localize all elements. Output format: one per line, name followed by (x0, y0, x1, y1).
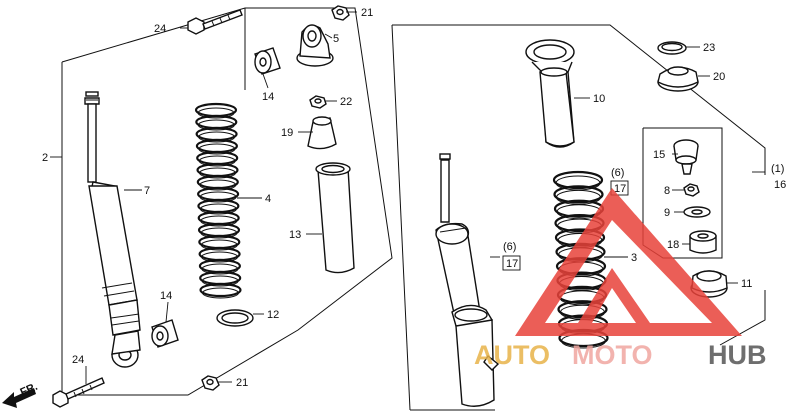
spring-coil-inner (201, 251, 239, 263)
watermark-logo: AUTO MOTO HUB (474, 188, 767, 370)
label-7: 7 (144, 185, 150, 197)
label-10: 10 (593, 93, 605, 105)
label-17-lower: 17 (506, 258, 518, 270)
spring-coil-inner (199, 167, 236, 179)
lower-seat-11 (690, 270, 728, 298)
label-15: 15 (653, 149, 665, 161)
rear-assembly-frame (61, 7, 393, 396)
spring-coil-inner (197, 107, 235, 119)
spring-coil-inner (197, 119, 235, 131)
label-24-top: 24 (154, 23, 166, 35)
label-23: 23 (703, 42, 715, 54)
spring-coil (553, 185, 604, 204)
bushing-18 (689, 230, 717, 254)
spring-coil-inner (201, 263, 239, 275)
label-14-top: 14 (262, 91, 274, 103)
label-2: 2 (42, 152, 48, 164)
spring-coil-inner (202, 287, 239, 299)
box-17-lower (502, 255, 521, 271)
label-3: 3 (631, 252, 637, 264)
label-16: 16 (774, 179, 786, 191)
spring-coil (199, 282, 242, 298)
spring-coil-inner (198, 131, 236, 143)
spring-coil-inner (200, 215, 238, 227)
label-6-lower: (6) (503, 241, 516, 253)
watermark-inner-chevron (578, 268, 650, 323)
nut-22 (309, 95, 327, 109)
upper-mount-5 (296, 24, 334, 67)
front-strut (435, 153, 500, 407)
spring-coil-inner (199, 191, 237, 203)
dust-boot-10 (525, 39, 575, 148)
label-24-bottom: 24 (72, 354, 84, 366)
part-labels: 2 7 4 24 5 21 14 22 19 13 12 14 24 21 10… (42, 7, 786, 389)
spring-coil-inner (199, 179, 237, 191)
nut-8 (683, 183, 700, 197)
direction-label: FR. (18, 381, 39, 399)
label-13: 13 (289, 229, 301, 241)
label-17-upper: 17 (614, 183, 626, 195)
bushing-14-top (254, 47, 281, 75)
spring-coil-inner (198, 155, 236, 167)
label-8: 8 (664, 185, 670, 197)
bushing-14-bottom (151, 319, 179, 348)
label-19: 19 (281, 127, 293, 139)
upper-seat-20 (657, 66, 699, 92)
washer-9 (683, 206, 711, 218)
label-14-bottom: 14 (160, 290, 172, 302)
spring-coil-inner (198, 143, 236, 155)
coil-spring-4 (194, 102, 242, 299)
label-4: 4 (265, 193, 271, 205)
nut-21-bottom (201, 375, 220, 391)
label-6-upper: (6) (611, 167, 624, 179)
label-1: (1) (771, 163, 784, 175)
bump-stop-19 (307, 116, 337, 150)
label-21-bottom: 21 (236, 377, 248, 389)
nut-21-top (331, 5, 350, 21)
spring-coil-inner (200, 227, 238, 239)
spring-seat-12 (216, 309, 254, 327)
watermark-text-auto: AUTO (474, 340, 550, 370)
label-9: 9 (664, 207, 670, 219)
label-22: 22 (340, 96, 352, 108)
label-11: 11 (741, 278, 752, 290)
watermark-text-hub: HUB (708, 340, 767, 370)
bolt-24-top (187, 9, 243, 35)
shock-absorber-7 (84, 91, 141, 368)
bearing-15 (673, 139, 699, 175)
spring-coil-inner (199, 203, 237, 215)
leader-lines (50, 11, 765, 384)
label-21-top: 21 (361, 7, 373, 19)
spring-coil (552, 170, 604, 190)
front-direction-arrow: FR. (2, 381, 40, 408)
label-5: 5 (333, 33, 339, 45)
dust-cover-13 (315, 162, 355, 274)
spring-coil-inner (201, 275, 239, 287)
box-17-upper (610, 180, 629, 196)
label-20: 20 (713, 71, 725, 83)
ring-23 (657, 41, 687, 55)
label-12: 12 (267, 309, 279, 321)
watermark-triangle (515, 188, 742, 336)
watermark-text-moto: MOTO (572, 340, 653, 370)
bolt-24-bottom (52, 377, 105, 408)
spring-coil-inner (200, 239, 238, 251)
label-18: 18 (667, 239, 679, 251)
